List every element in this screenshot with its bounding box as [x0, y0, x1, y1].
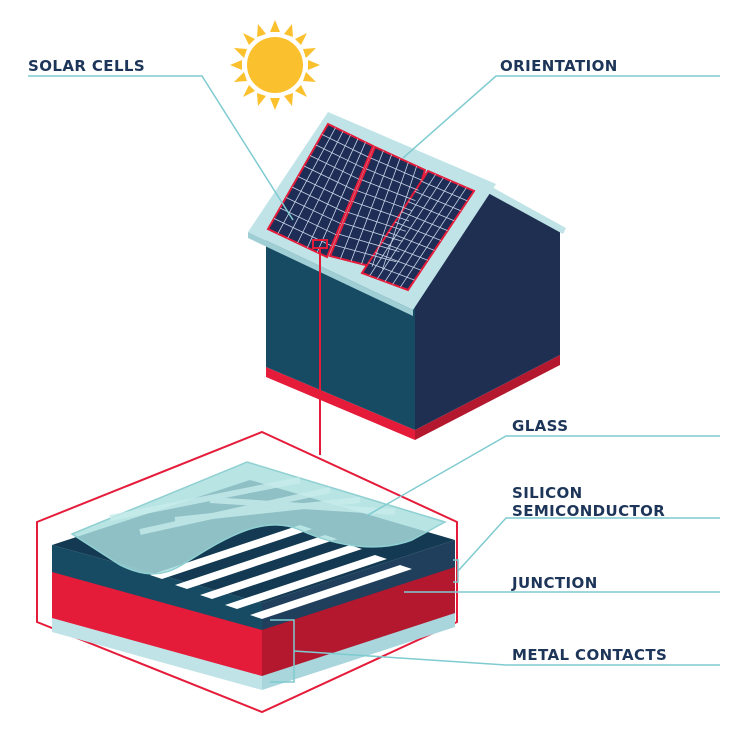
metal-contacts — [150, 525, 412, 619]
label-metal-contacts: METAL CONTACTS — [512, 646, 668, 664]
detail-hexagon — [36, 430, 458, 714]
house — [248, 112, 566, 440]
label-glass: GLASS — [512, 417, 569, 435]
sun-icon — [230, 20, 320, 110]
solar-cell-layers — [52, 461, 455, 690]
label-silicon-semiconductor: SILICON SEMICONDUCTOR — [512, 484, 665, 520]
glass-stripes — [109, 477, 396, 535]
label-silicon-line2: SEMICONDUCTOR — [512, 502, 666, 520]
leader-lines — [28, 75, 720, 666]
label-solar-cells: SOLAR CELLS — [28, 57, 146, 75]
glass-sheet — [70, 461, 447, 575]
label-silicon-line1: SILICON — [512, 484, 583, 502]
label-junction: JUNCTION — [512, 574, 598, 592]
solar-cell-grid — [273, 127, 468, 288]
label-orientation: ORIENTATION — [500, 57, 618, 75]
